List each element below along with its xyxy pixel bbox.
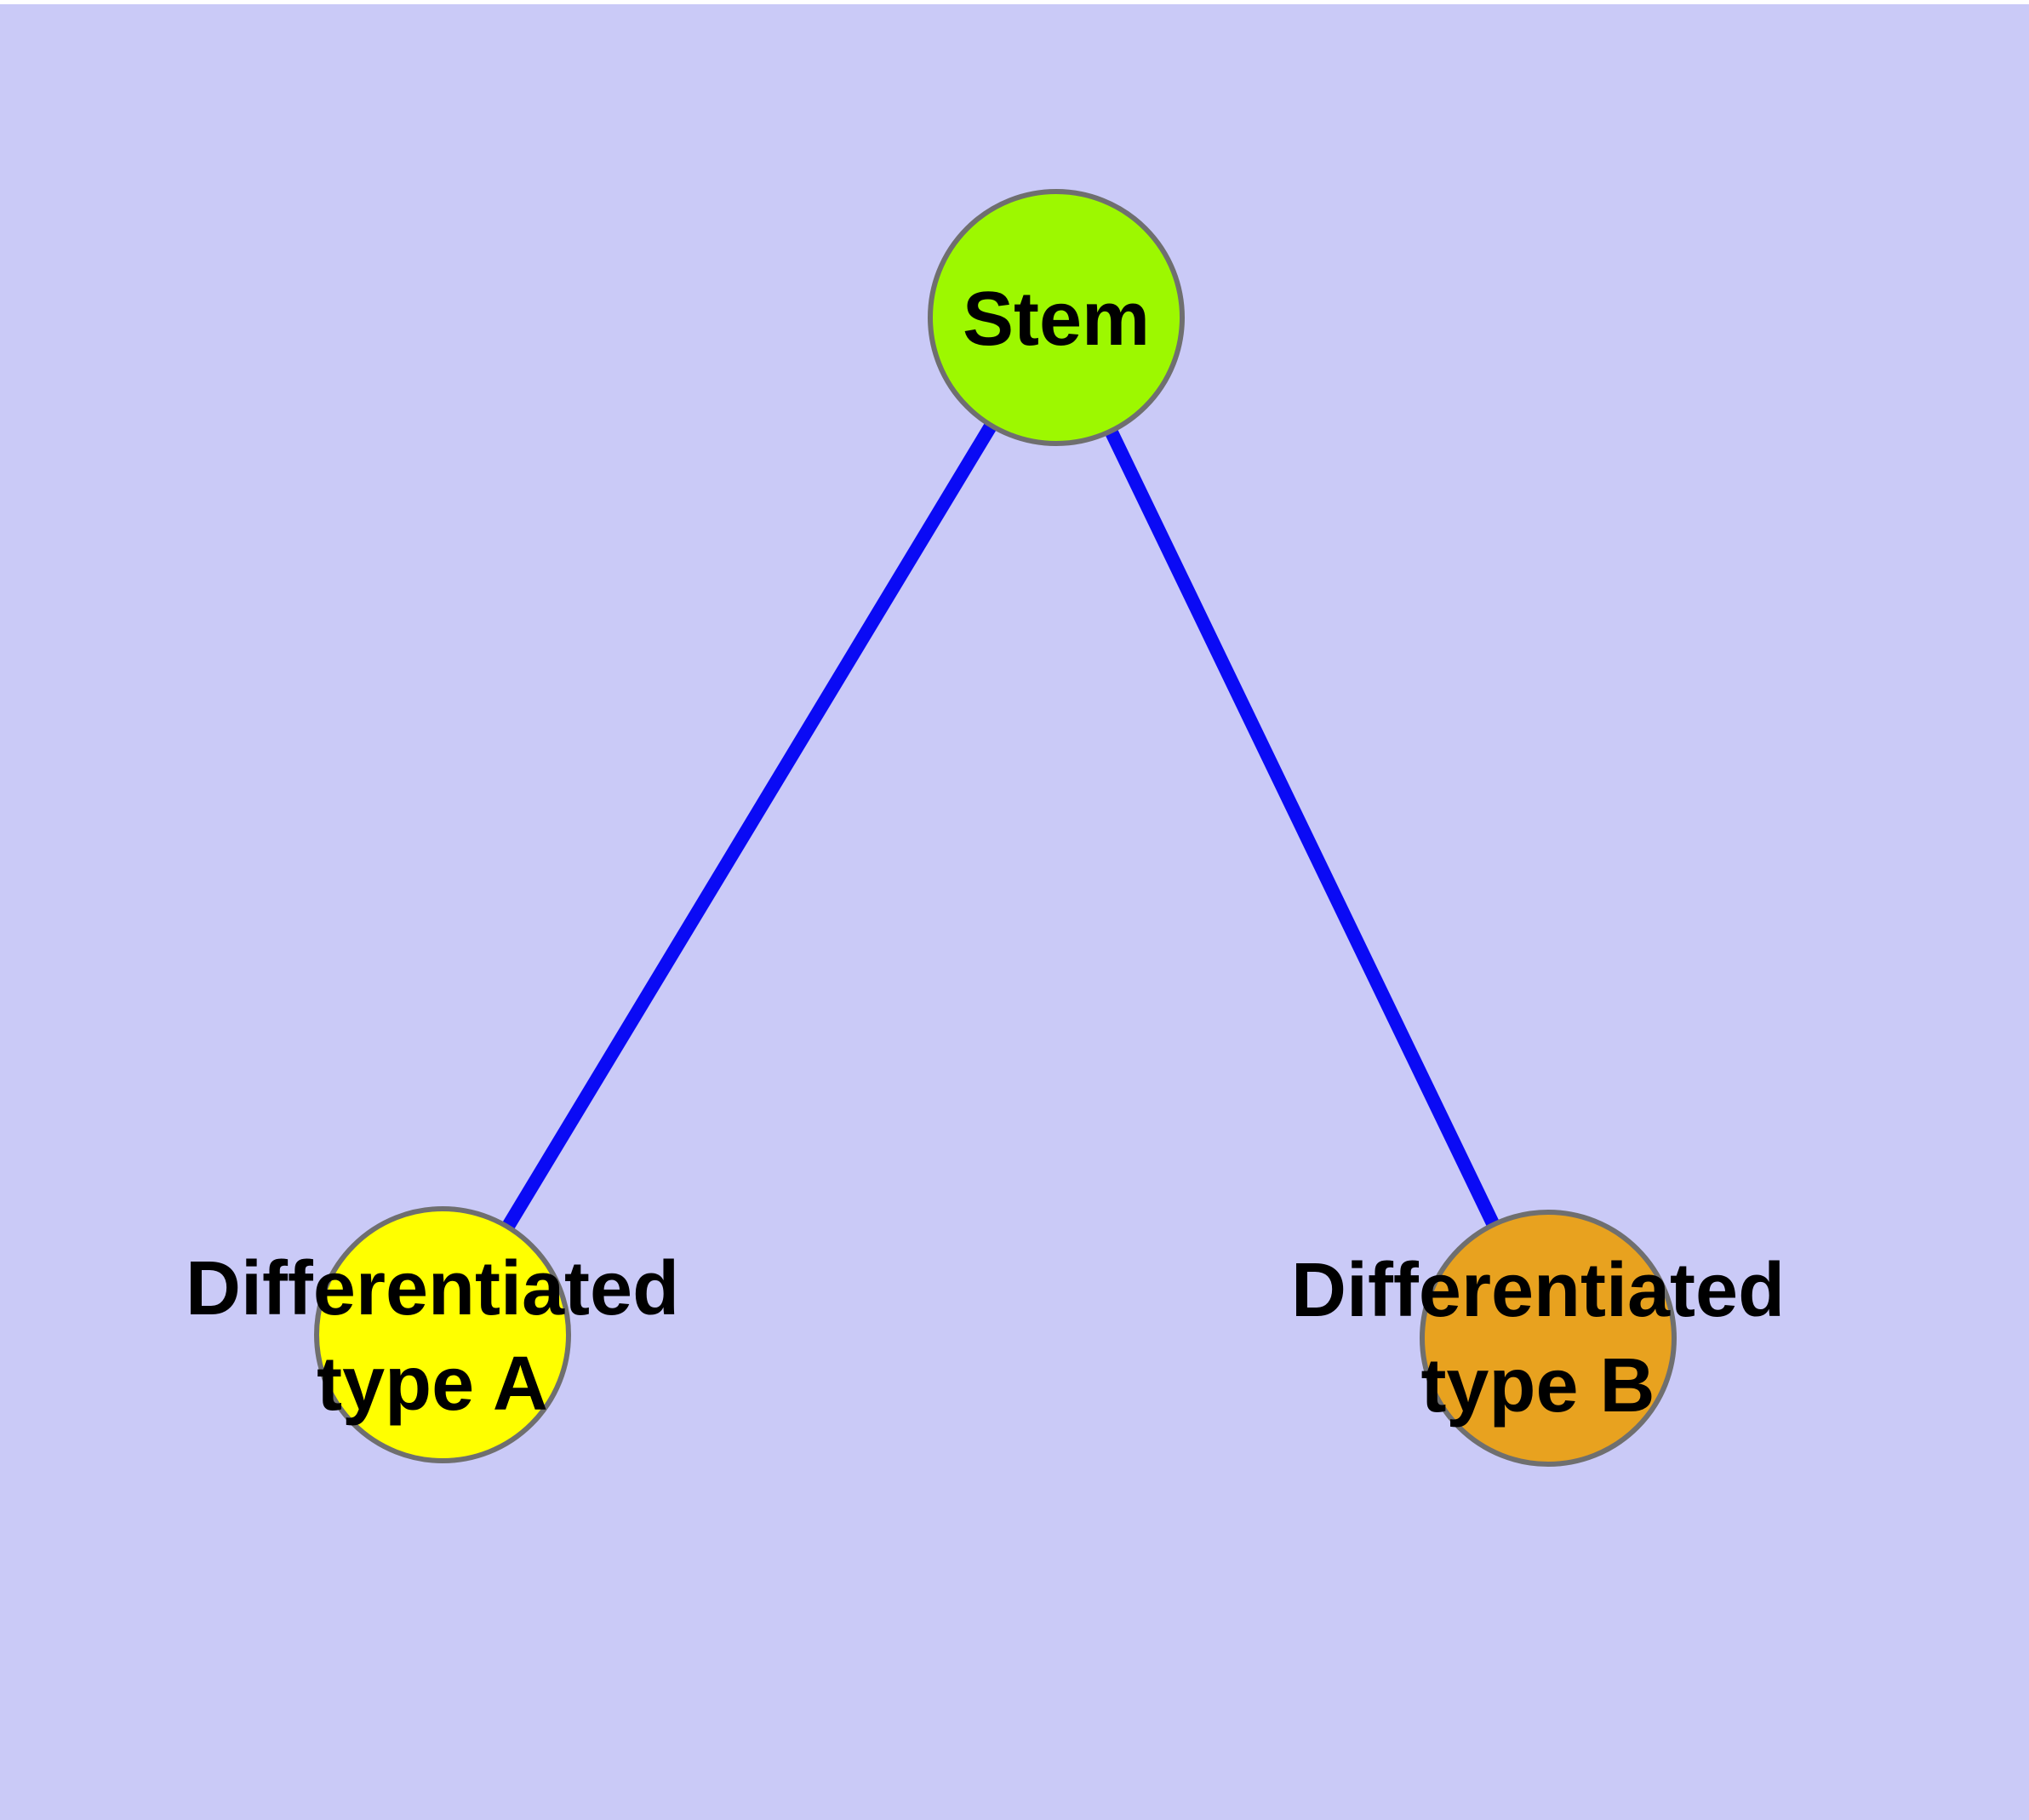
edge-stem-to-type-b <box>1049 314 1555 1342</box>
node-stem-label-line: Stem <box>962 277 1151 362</box>
node-stem-label: Stem <box>963 272 1150 367</box>
node-type-a-label-line-1: Differentiated <box>185 1246 680 1331</box>
node-type-a-label-line-2: type A <box>317 1342 548 1427</box>
node-type-a-label: Differentiated type A <box>186 1241 679 1432</box>
node-type-b-label-line-2: type B <box>1420 1343 1655 1428</box>
node-type-b-label: Differentiated type B <box>1291 1243 1785 1434</box>
node-differentiated-type-b <box>1420 1210 1677 1467</box>
edge-stem-to-type-a <box>437 313 1062 1339</box>
node-stem <box>928 189 1185 446</box>
node-differentiated-type-a <box>314 1206 571 1463</box>
node-type-b-label-line-1: Differentiated <box>1290 1248 1786 1333</box>
